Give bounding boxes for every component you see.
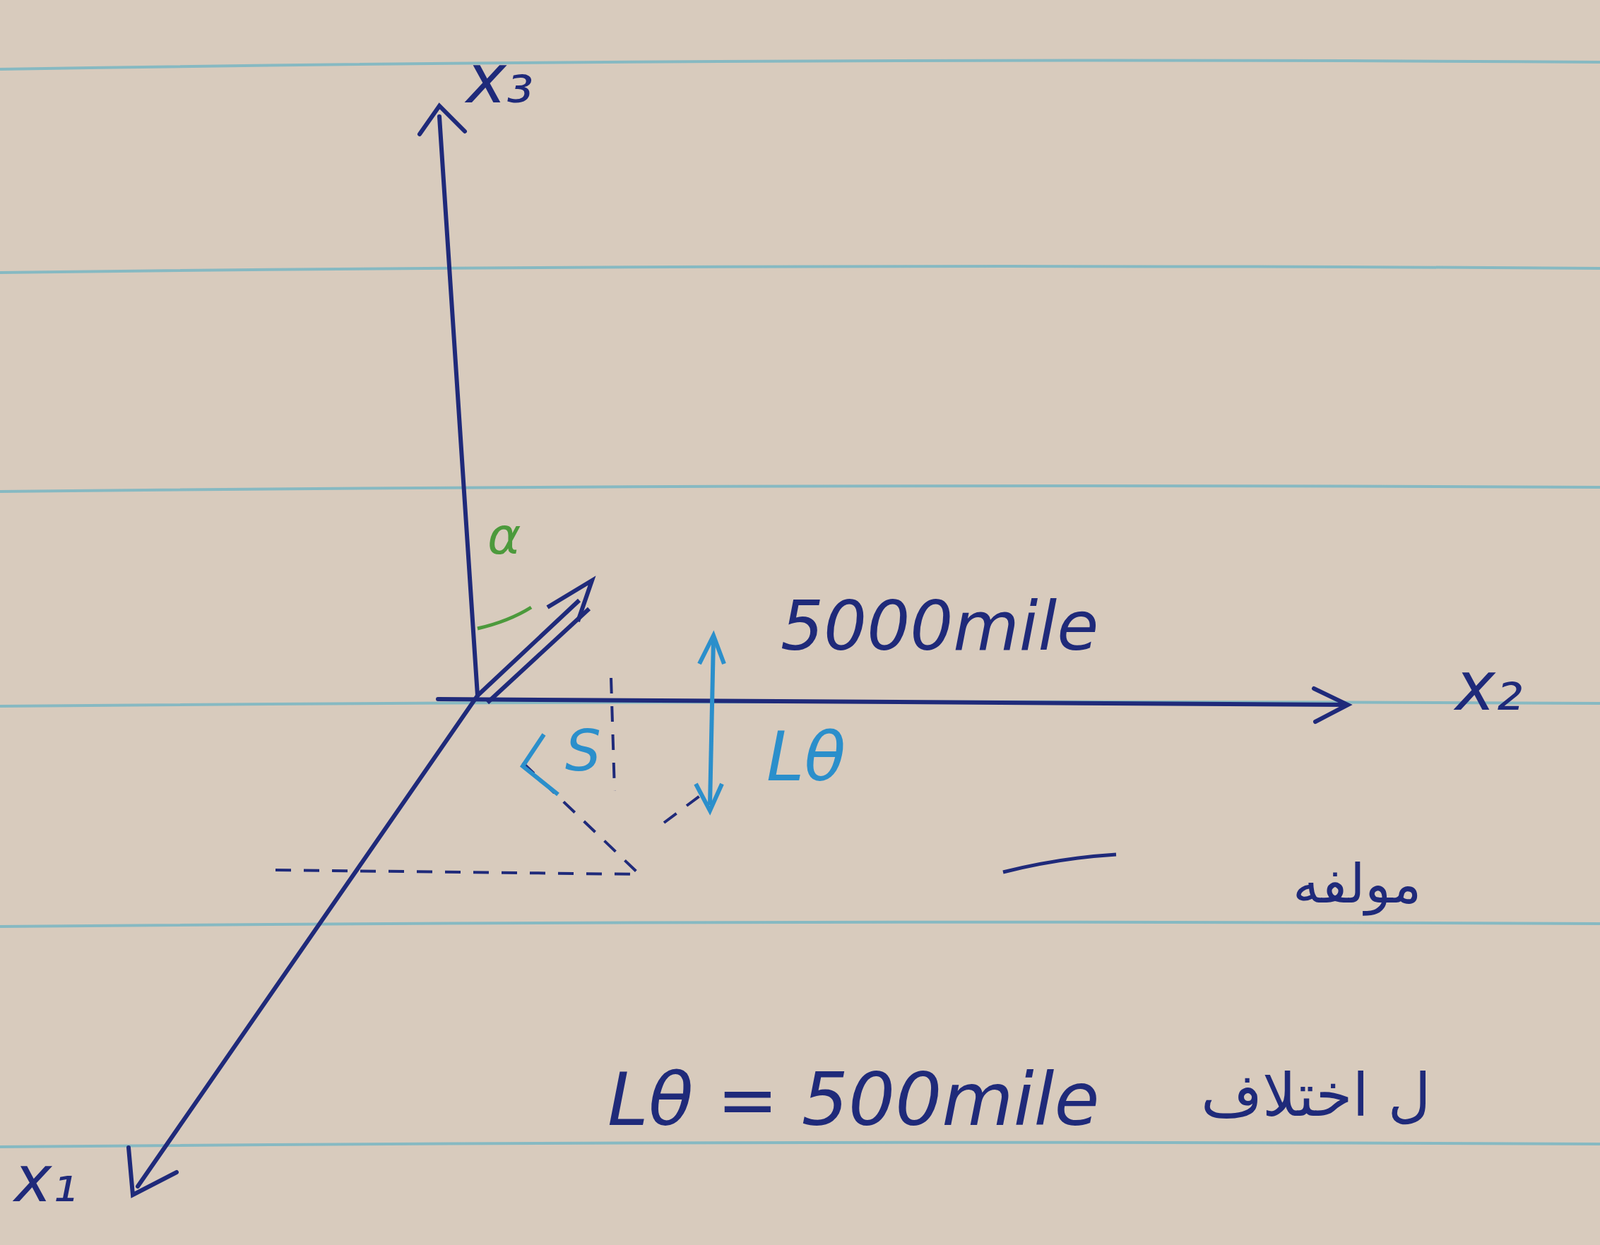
angle-label: α (487, 508, 521, 565)
axis-label: x₃ (466, 42, 534, 118)
spacer (618, 1144, 1208, 1146)
distance-label: 5000mile (780, 589, 1099, 665)
note-text: ل اختلاف (1200, 1063, 1432, 1129)
dimension-arrows (522, 635, 725, 811)
projection-lines (275, 678, 707, 875)
angle-arc (477, 607, 532, 629)
length-label: S (565, 720, 602, 783)
vector-arrow (477, 580, 592, 703)
pen-mark (1003, 854, 1117, 873)
note-text: مولفه (1292, 854, 1422, 915)
axis-label: x₂ (1455, 649, 1523, 725)
axes (128, 105, 1348, 1196)
equation-text: Lθ = 500mile (607, 1059, 1100, 1141)
length-label: Lθ (766, 720, 846, 796)
axis-label: x₁ (14, 1144, 77, 1215)
ruled-lines (0, 60, 1600, 1148)
